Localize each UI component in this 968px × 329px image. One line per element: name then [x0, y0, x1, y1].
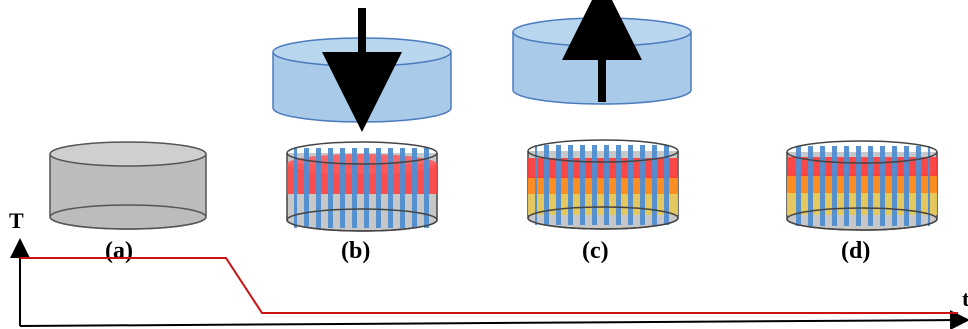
x-axis	[19, 310, 968, 329]
label-a: (a)	[105, 238, 133, 264]
label-b: (b)	[341, 238, 370, 264]
vessel-d	[786, 140, 938, 231]
y-axis-label: T	[9, 208, 24, 233]
label-d: (d)	[841, 238, 870, 264]
vessel-a	[49, 141, 207, 230]
vessel-c	[527, 139, 679, 230]
label-c: (c)	[582, 238, 609, 264]
x-axis-label: t	[962, 286, 968, 311]
temperature-curve	[20, 257, 958, 314]
vessel-b	[286, 141, 438, 232]
